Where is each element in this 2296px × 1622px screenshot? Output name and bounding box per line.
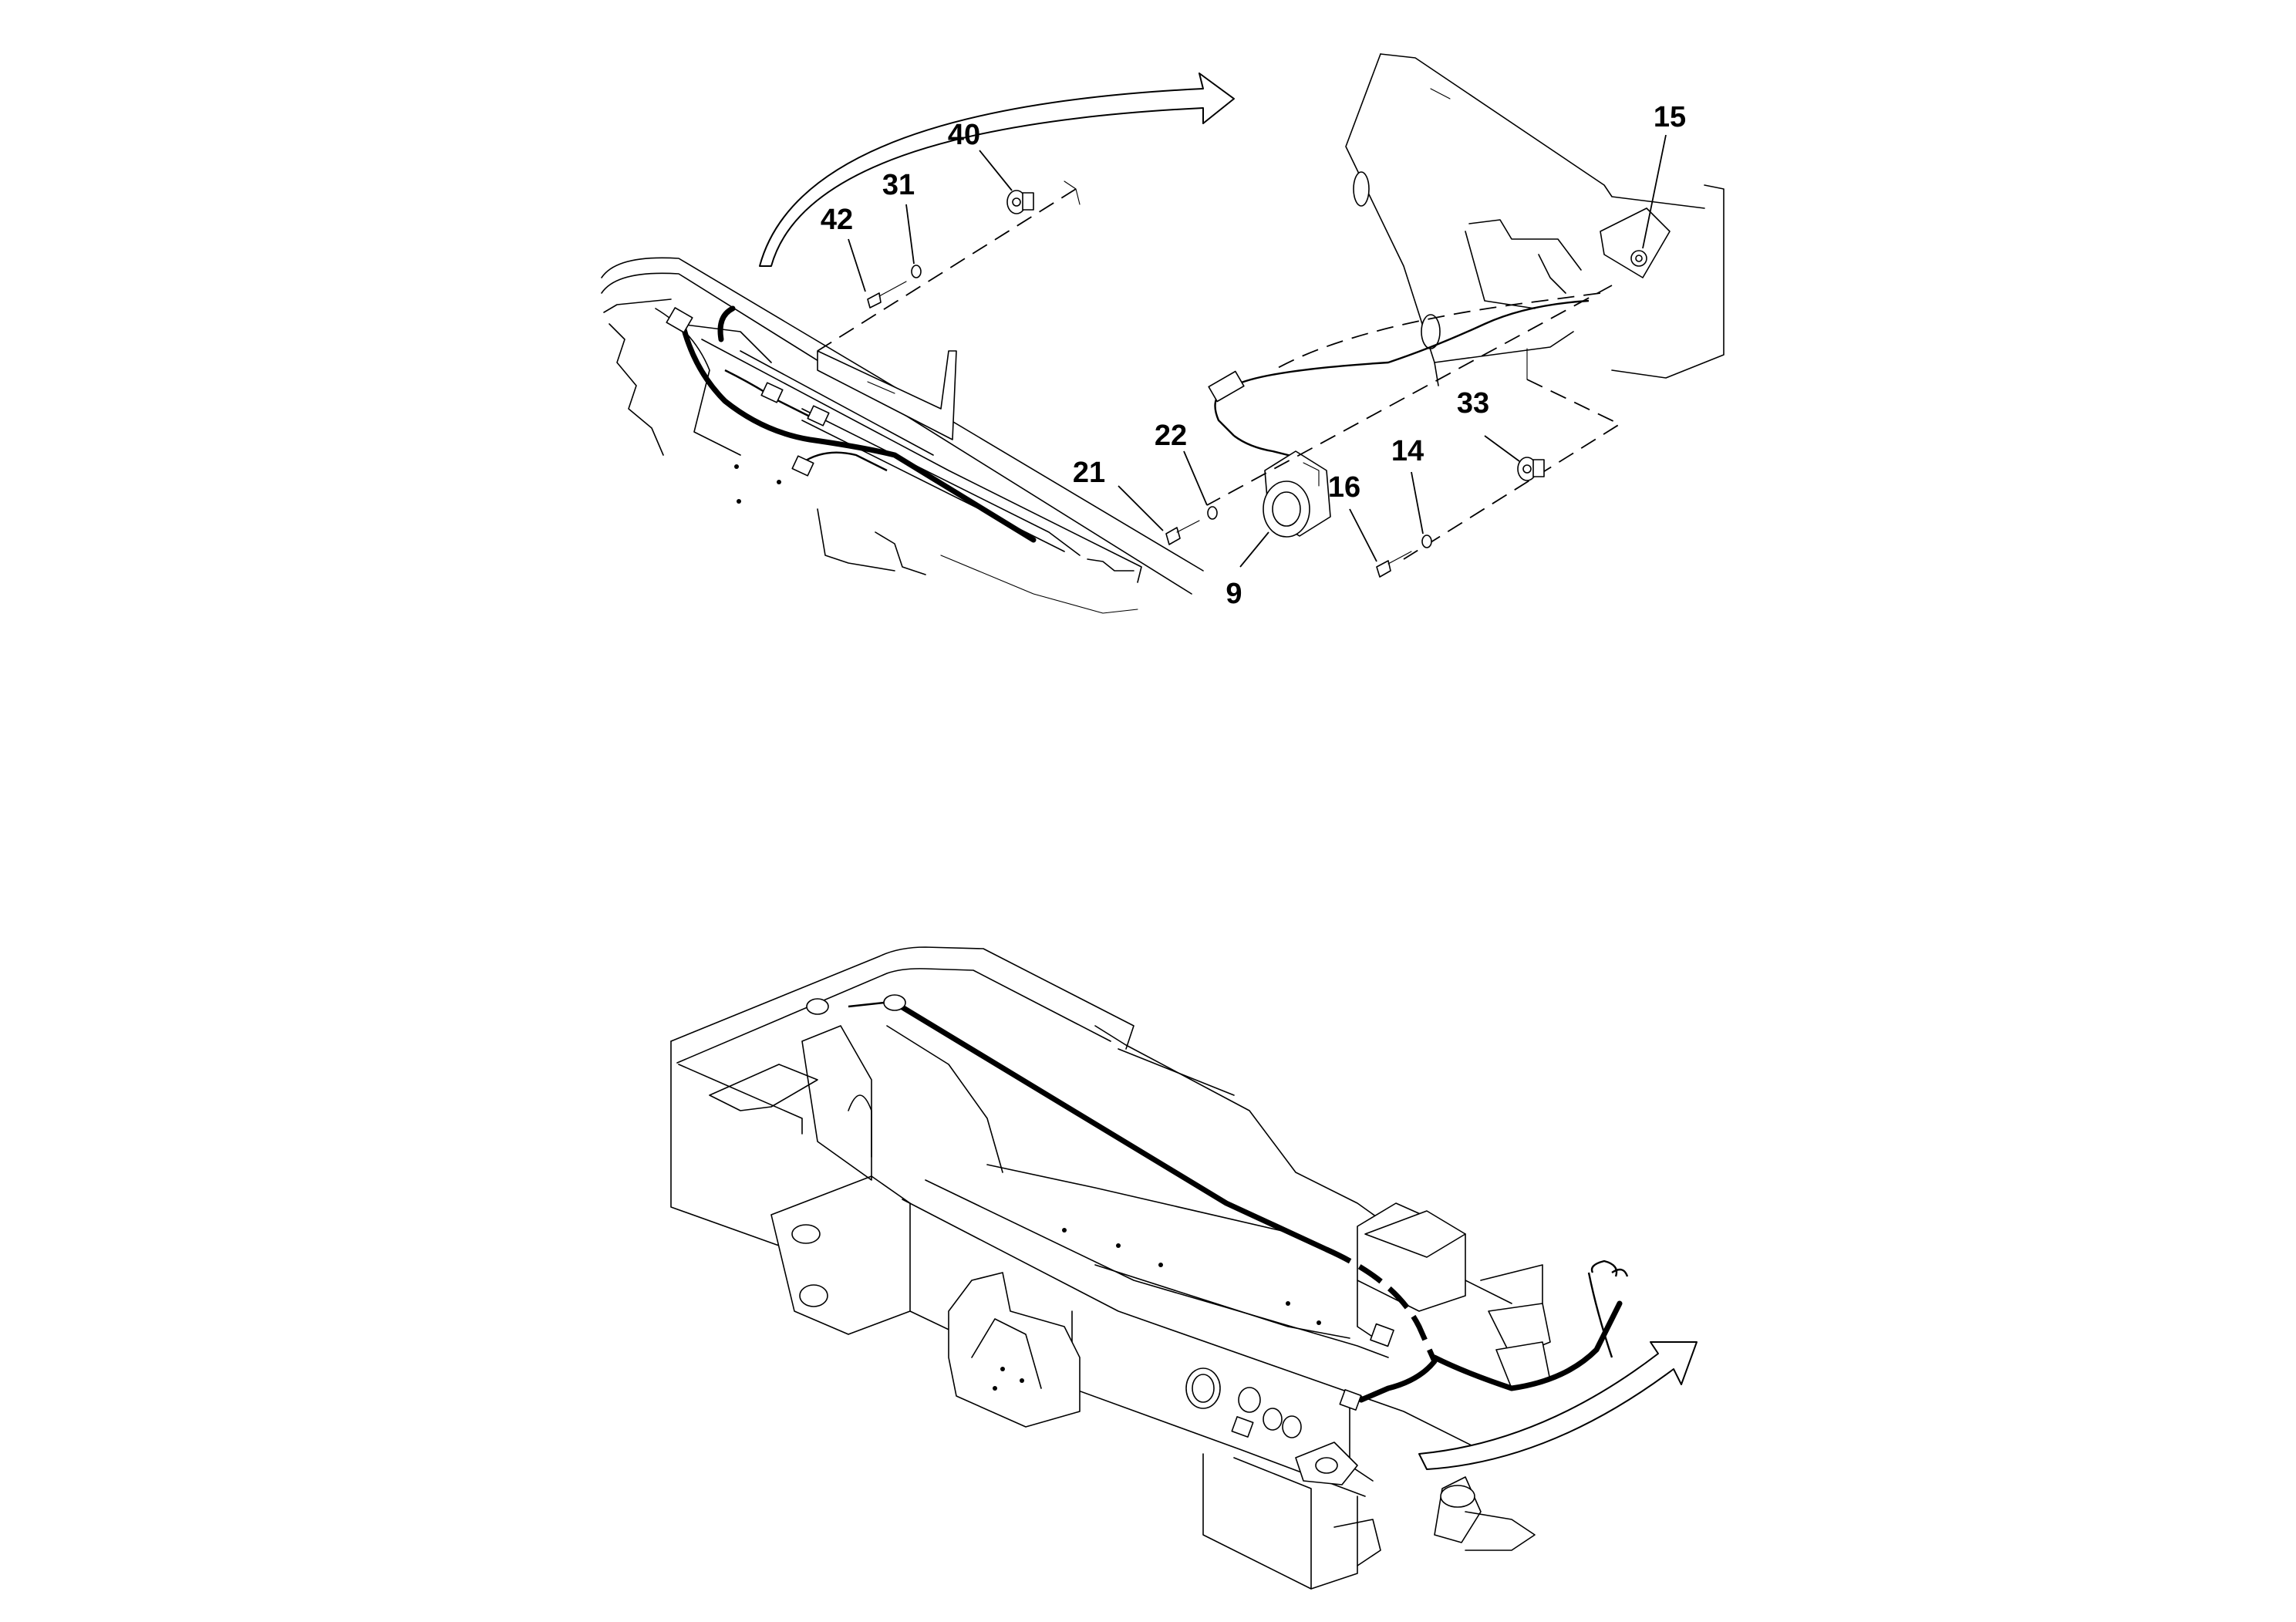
screw-21 (1165, 520, 1200, 545)
clip-33 (1517, 457, 1545, 481)
clip-40 (1006, 190, 1034, 214)
screw-16 (1376, 551, 1412, 578)
callout-15: 15 (1654, 101, 1686, 133)
washer-14 (1421, 534, 1432, 548)
callout-leaders (848, 134, 1667, 568)
callout-33: 33 (1457, 387, 1489, 420)
callout-16: 16 (1328, 471, 1360, 504)
callout-22: 22 (1155, 420, 1187, 452)
transfer-arrow-lower (1418, 1341, 1698, 1470)
callout-40: 40 (948, 119, 980, 151)
sensor-15 (1630, 250, 1647, 267)
hardware-group-right (1165, 285, 1621, 578)
callout-14: 14 (1391, 435, 1424, 467)
callout-31: 31 (882, 169, 915, 201)
callout-9: 9 (1226, 578, 1242, 610)
screw-42 (867, 281, 907, 309)
lower-frame-assembly (670, 946, 1629, 1590)
upper-right-bracket-detail (1233, 53, 1725, 387)
washer-31 (911, 265, 922, 278)
callout-labels: 40 31 42 15 22 21 33 14 16 9 (821, 101, 1686, 610)
hardware-group-left (817, 180, 1081, 352)
upper-left-frame-detail (601, 257, 1204, 614)
callout-42: 42 (821, 204, 853, 236)
switch-assembly-9 (1208, 370, 1331, 538)
transfer-arrow-upper (759, 73, 1235, 267)
callout-21: 21 (1073, 457, 1105, 489)
washer-22 (1207, 506, 1218, 520)
